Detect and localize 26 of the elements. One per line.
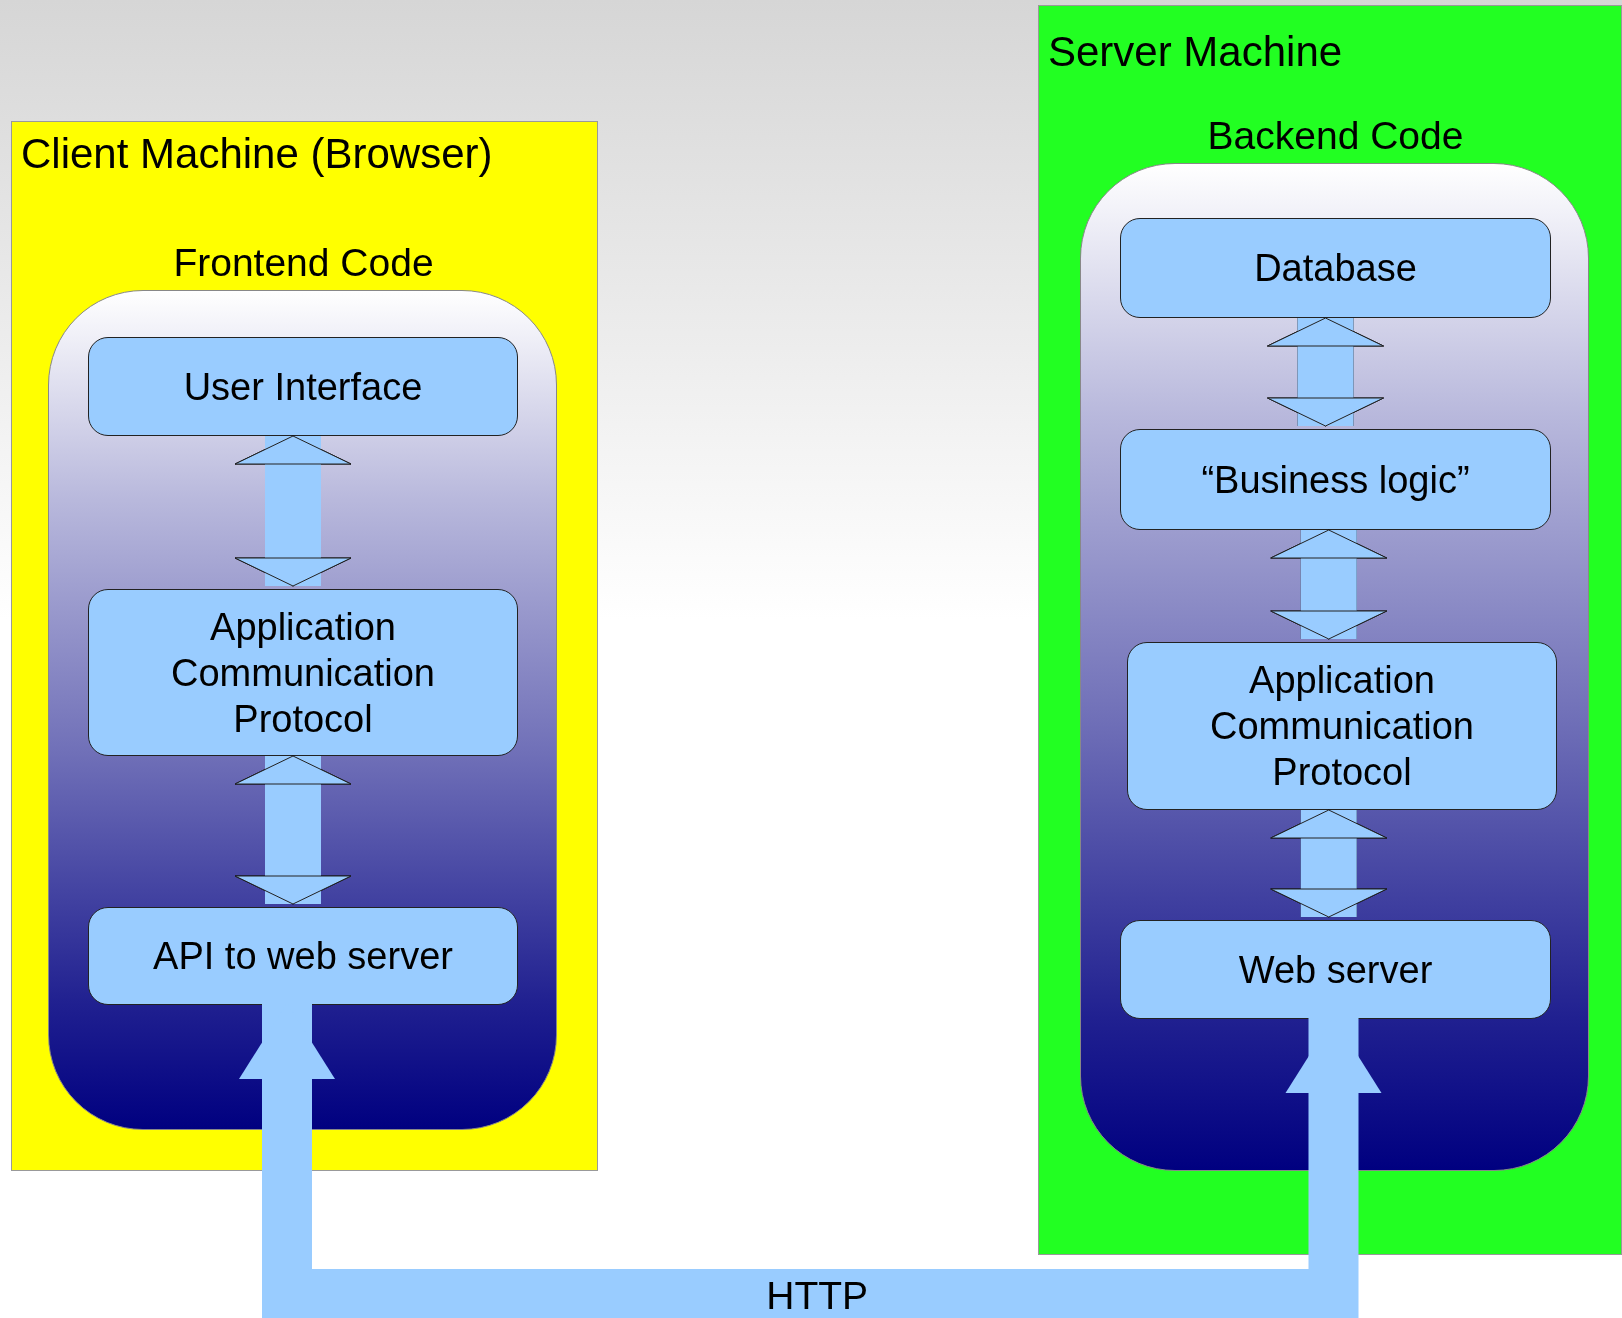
double-arrow (1270, 809, 1388, 918)
box-label: API to web server (152, 934, 454, 979)
double-arrow (234, 435, 352, 587)
box-label: “Business logic” (1200, 457, 1471, 503)
block-arrow (239, 1003, 1382, 1318)
section-heading: Frontend Code (172, 241, 435, 285)
component-box (88, 589, 518, 756)
component-box (88, 907, 518, 1005)
box-label: Application Communication Protocol (170, 604, 436, 742)
box-label: User Interface (182, 364, 424, 410)
box-label: Web server (1237, 947, 1434, 993)
section-heading: Client Machine (Browser) (21, 130, 493, 178)
double-arrow (1267, 317, 1384, 427)
component-box (1120, 920, 1551, 1019)
machine-panel (1038, 5, 1622, 1255)
box-label: Application Communication Protocol (1209, 658, 1475, 795)
component-box (1120, 429, 1551, 530)
box-label: Database (1253, 246, 1418, 291)
component-box (1120, 218, 1551, 318)
double-arrow (234, 755, 352, 905)
section-heading: Server Machine (1048, 28, 1343, 76)
component-box (88, 337, 518, 436)
component-box (1127, 642, 1557, 810)
section-heading: Backend Code (1206, 114, 1465, 158)
machine-panel (11, 121, 598, 1171)
double-arrow (1270, 529, 1388, 640)
